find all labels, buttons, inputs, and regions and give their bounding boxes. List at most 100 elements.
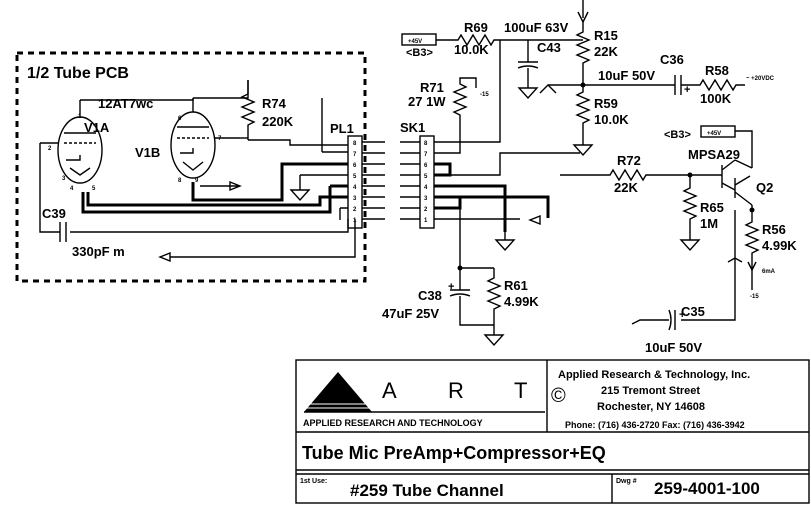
plus45-tag-right-text: +45V: [707, 131, 721, 137]
tube-v1a-symbol: [40, 100, 103, 184]
sk1-pin-3: 5: [424, 174, 428, 180]
r71-value: 27 1W: [408, 94, 446, 109]
plug-ref: PL1: [330, 121, 354, 136]
r56-ref: R56: [762, 222, 786, 237]
r65-ref: R65: [700, 200, 724, 215]
c39-capacitor: [59, 222, 67, 242]
c35-capacitor: [668, 309, 676, 331]
r61-ref: R61: [504, 278, 528, 293]
v1b-pin-6: 6: [178, 116, 182, 122]
pl1-pin-8: 8: [353, 141, 357, 147]
input-arrow-top: [577, 0, 589, 24]
c38-capacitor: [449, 268, 494, 326]
r74-resistor: [240, 80, 256, 140]
c36-plus: +: [684, 84, 690, 96]
r74-top-wire: [193, 80, 249, 99]
input-arrow-wire: [158, 219, 356, 263]
r72-resistor: [560, 168, 722, 182]
sk1-pin-2: 6: [424, 163, 428, 169]
heater-wire-1: [191, 162, 348, 202]
r58-resistor: [681, 78, 745, 92]
pl1-pin-2: 2: [353, 207, 357, 213]
r61-ground: [483, 334, 505, 347]
plus45-tag-text: +45V: [408, 39, 422, 45]
r65-resistor: [682, 175, 698, 240]
sk1-connector: [419, 135, 435, 229]
r59-resistor: [575, 85, 591, 145]
sk1-leads: [400, 141, 420, 220]
r59-ref: R59: [594, 96, 618, 111]
r71-resistor: [452, 77, 477, 130]
junction-q2: [749, 207, 755, 213]
c43-capacitor: [517, 40, 539, 88]
c39-wire: [39, 143, 349, 233]
art-logo: [302, 372, 545, 413]
logo-caption: APPLIED RESEARCH AND TECHNOLOGY: [303, 418, 483, 428]
first-use-value: #259 Tube Channel: [350, 481, 504, 500]
c35-plus: +: [679, 309, 685, 321]
pl1-pin-6: 6: [353, 163, 357, 169]
tube-b-label: V1B: [135, 145, 160, 160]
sk1-ground: [494, 239, 516, 252]
r15-value: 22K: [594, 44, 618, 59]
sk1-pin-7: 1: [424, 218, 428, 224]
copyright-symbol: ©: [551, 385, 566, 407]
tube-pcb-outline: [15, 51, 367, 283]
r59-value: 10.0K: [594, 112, 629, 127]
pcb-ground: [289, 189, 311, 202]
pl1-pin-5: 5: [353, 174, 357, 180]
r72-ref: R72: [617, 153, 641, 168]
title-block: [295, 359, 810, 504]
r56-neg15: -15: [750, 294, 759, 300]
r65-ground: [679, 239, 701, 252]
v1a-pin-3: 3: [62, 176, 66, 182]
r15-ref: R15: [594, 28, 618, 43]
r15-resistor: [575, 22, 591, 85]
pl1-pin-4: 4: [353, 185, 357, 191]
pl1-leads: [362, 141, 385, 220]
c38-value: 47uF 25V: [382, 306, 439, 321]
c35-value: 10uF 50V: [645, 340, 702, 355]
v1a-pin-5: 5: [92, 186, 96, 192]
v1b-pin-9: 9: [195, 178, 199, 184]
r65-value: 1M: [700, 216, 718, 231]
r56-value: 4.99K: [762, 238, 797, 253]
c36-ref: C36: [660, 52, 684, 67]
q2-ref: Q2: [756, 180, 773, 195]
sk1-pin-1: 7: [424, 152, 428, 158]
v1a-pin-1: 1: [78, 114, 82, 120]
c43-value: 100uF 63V: [504, 20, 569, 35]
v1b-pin-8: 8: [178, 178, 182, 184]
supply-note: ~ +20VDC: [746, 76, 775, 82]
c38-plus: +: [448, 281, 454, 293]
pl1-connector: [347, 135, 363, 229]
c35-ref: C35: [681, 304, 705, 319]
pl1-pin-7: 7: [353, 152, 357, 158]
sk1-pin-6: 2: [424, 207, 428, 213]
pl1-pin-3: 3: [353, 196, 357, 202]
v1a-pin-4: 4: [70, 186, 74, 192]
c36-capacitor: [674, 75, 682, 95]
r56-resistor: [744, 212, 760, 290]
tube-v1b-symbol: [170, 98, 240, 179]
c36-left-arrow: [539, 84, 557, 94]
company-phone: Phone: (716) 436-2720 Fax: (716) 436-394…: [565, 420, 745, 430]
tube-a-label: V1A: [84, 120, 110, 135]
r71-ref: R71: [420, 80, 444, 95]
company-city: Rochester, NY 14608: [597, 401, 705, 413]
r58-ref: R58: [705, 63, 729, 78]
r58-value: 100K: [700, 91, 732, 106]
current-arrow: [747, 261, 757, 272]
r72-value: 22K: [614, 180, 638, 195]
c43-ref: C43: [537, 40, 561, 55]
heater-wire-2: [81, 184, 348, 214]
c43-ground: [517, 87, 539, 100]
r69-value: 10.0K: [454, 42, 489, 57]
q2-transistor: [721, 159, 753, 206]
c35-arrow: [727, 257, 743, 263]
sk1-arrow: [528, 214, 541, 226]
r71-neg15: -15: [480, 92, 489, 98]
c39-value: 330pF m: [72, 244, 125, 259]
c39-ref: C39: [42, 206, 66, 221]
b3-tag-right: <B3>: [664, 129, 691, 141]
